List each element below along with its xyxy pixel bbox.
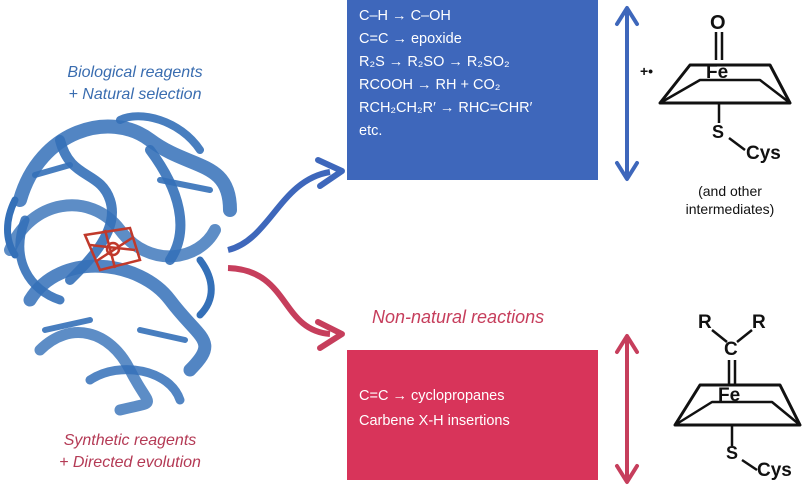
radical-cation-label: +• [640, 63, 654, 79]
reaction-line: C=C → cyclopropanes [359, 388, 505, 404]
carbene-fe-label: Fe [718, 385, 741, 406]
oxo-cys-label: Cys [746, 143, 781, 164]
note-line-1: (and other [698, 183, 762, 199]
protein-structure-image [4, 112, 237, 416]
biological-caption: Biological reagents + Natural selection [40, 62, 230, 106]
arrow-to-natural [227, 169, 331, 253]
non-natural-label: Non-natural reactions [372, 307, 545, 327]
oxo-o-label: O [710, 12, 726, 34]
biological-line-1: Biological reagents [67, 64, 203, 81]
reaction-line: R₂S → R₂SO → R₂SO₂ [359, 54, 510, 70]
reaction-line: Carbene X-H insertions [359, 413, 510, 429]
reaction-line: C–H → C–OH [359, 8, 451, 24]
carbene-r-right-label: R [752, 312, 766, 333]
other-intermediates-note: (and other intermediates) [665, 182, 795, 218]
arrow-to-natural-head [315, 157, 345, 189]
oxo-s-label: S [712, 122, 725, 142]
reaction-line: RCOOH → RH + CO₂ [359, 77, 501, 93]
oxo-porphyrin-plane [658, 32, 792, 151]
natural-reactions-box: C–H → C–OH C=C → epoxide R₂S → R₂SO → R₂… [347, 0, 598, 180]
carbene-s-label: S [726, 443, 739, 463]
reaction-line: RCH₂CH₂R′ → RHC=CHR′ [359, 100, 533, 116]
red-double-arrow [615, 334, 639, 484]
carbene-c-label: C [724, 339, 738, 360]
synthetic-line-2: + Directed evolution [59, 454, 201, 471]
carbene-porphyrin-plane [673, 329, 802, 472]
arrow-to-nonnatural-head [315, 319, 345, 351]
carbene-r-left-label: R [698, 312, 712, 333]
nonnatural-reactions-box: C=C → cyclopropanes Carbene X-H insertio… [347, 350, 598, 480]
carbene-cys-label: Cys [757, 460, 792, 481]
synthetic-caption: Synthetic reagents + Directed evolution [30, 430, 230, 474]
arrow-to-nonnatural [227, 265, 331, 337]
note-line-2: intermediates) [685, 201, 775, 217]
reaction-line: etc. [359, 123, 383, 139]
blue-double-arrow [615, 6, 639, 181]
reaction-line: C=C → epoxide [359, 31, 462, 47]
heme-cofactor [83, 226, 142, 272]
oxo-fe-label: Fe [706, 62, 729, 83]
synthetic-line-1: Synthetic reagents [63, 432, 197, 449]
biological-line-2: + Natural selection [68, 86, 202, 103]
